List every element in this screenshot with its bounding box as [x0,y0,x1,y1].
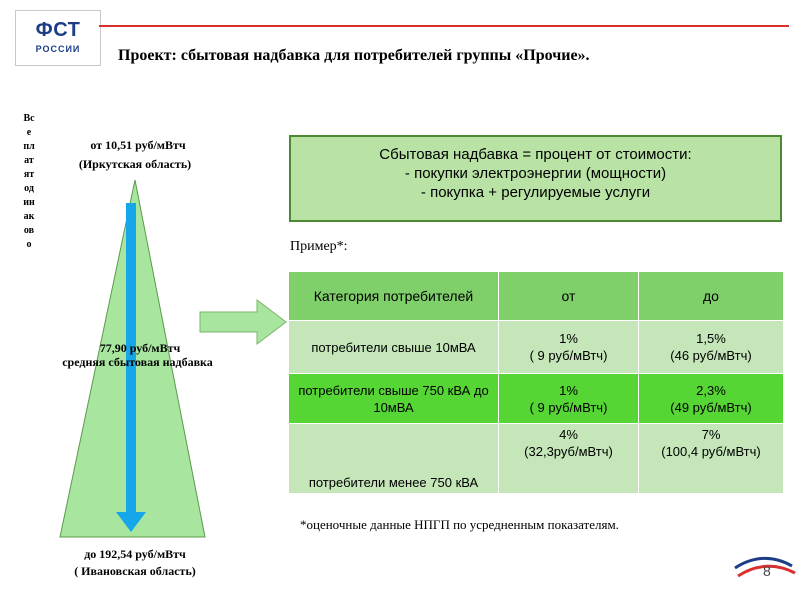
vertical-note-fragment: од [24,183,34,194]
header-divider [99,25,789,27]
from-value: ( 9 руб/мВтч) [529,348,608,363]
to-cell: 2,3%(49 руб/мВтч) [638,373,784,424]
from-value: (32,3руб/мВтч) [524,444,613,459]
vertical-note-fragment: ат [24,155,34,166]
to-value: (100,4 руб/мВтч) [661,444,761,459]
category-cell: потребители свыше 10мВА [288,320,499,374]
logo-subtitle: РОССИИ [35,44,81,54]
from-cell: 1% ( 9 руб/мВтч) [498,320,639,374]
vertical-note-fragment: ин [23,197,35,208]
definition-line: Сбытовая надбавка = процент от стоимости… [379,146,692,163]
vertical-note-fragment: ят [23,169,35,180]
footnote: *оценочные данные НПГП по усредненным по… [300,517,619,532]
range-bottom-value: до 192,54 руб/мВтч [84,547,186,561]
range-top-region: (Иркутская область) [78,157,192,171]
definition-line: - покупки электроэнергии (мощности) [404,165,667,182]
average-value: 77,90 руб/мВтч [99,341,181,355]
range-top-value: от 10,51 руб/мВтч [90,138,186,152]
swoosh-decoration [734,556,796,578]
to-percent: 2,3% [696,382,726,398]
column-header: Категория потребителей [288,271,499,321]
table-row: потребители менее 750 кВА 4% (32,3руб/мВт… [288,423,784,494]
table-row: потребители свыше 750 кВА до 10мВА 1%( 9… [288,373,784,424]
column-header: от [498,271,639,321]
to-percent: 7% [701,427,721,442]
vertical-note-fragment: о [26,239,32,250]
vertical-note: Вс е пл ат ят од ин ак ов о [18,112,40,252]
definition-box: Сбытовая надбавка = процент от стоимости… [289,135,782,222]
down-arrow-head [116,512,146,532]
to-value: (46 руб/мВтч) [670,348,752,363]
from-percent: 4% [559,427,578,442]
to-value: (49 руб/мВтч) [670,399,752,415]
vertical-note-fragment: ак [23,211,35,222]
category-cell: потребители менее 750 кВА [288,423,499,494]
to-cell: 1,5% (46 руб/мВтч) [638,320,784,374]
right-arrow [199,298,287,346]
from-percent: 1% [559,382,578,398]
column-header: до [638,271,784,321]
table-header-row: Категория потребителей от до [288,271,784,321]
example-label: Пример*: [290,239,348,254]
vertical-note-fragment: е [26,127,32,138]
table-row: потребители свыше 10мВА 1%( 9 руб/мВтч) … [288,320,784,374]
category-cell: потребители свыше 750 кВА до 10мВА [288,373,499,424]
from-value: ( 9 руб/мВтч) [529,399,608,415]
from-cell: 1%( 9 руб/мВтч) [498,373,639,424]
to-cell: 7% (100,4 руб/мВтч) [638,423,784,494]
down-arrow-shaft [126,203,136,513]
logo-title: ФСТ [35,19,81,41]
vertical-note-fragment: Вс [23,113,35,124]
vertical-note-fragment: пл [23,141,35,152]
surcharge-table: Категория потребителей от до потребители… [288,271,784,494]
fst-logo: ФСТ РОССИИ [15,10,101,66]
range-bottom-region: ( Ивановская область) [74,564,196,578]
average-caption: средняя сбытовая надбавка [62,355,213,369]
from-percent: 1% [559,331,578,346]
slide-title: Проект: сбытовая надбавка для потребител… [118,47,590,64]
page-number: 8 [763,563,771,579]
from-cell: 4% (32,3руб/мВтч) [498,423,639,494]
to-percent: 1,5% [696,331,726,346]
definition-line: - покупка + регулируемые услуги [420,184,651,201]
vertical-note-fragment: ов [23,225,35,236]
